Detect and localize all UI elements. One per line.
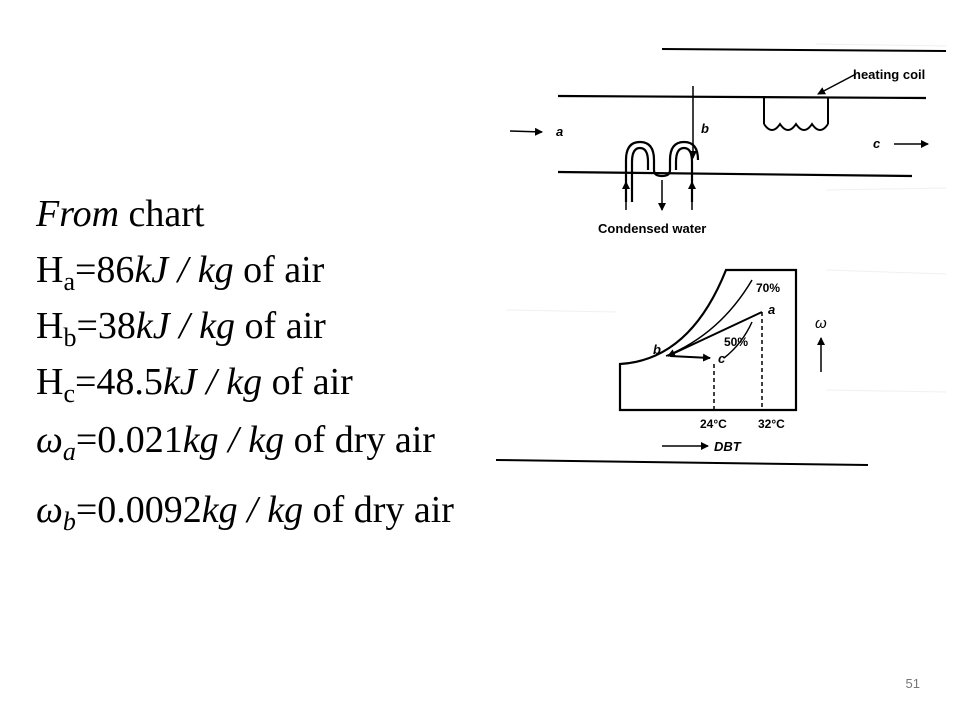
equation-hc: Hc=48.5kJ / kg of air: [36, 356, 353, 408]
eq-value: =48.5: [75, 361, 163, 403]
omega-axis-label: ω: [815, 315, 827, 332]
equation-ha: Ha=86kJ / kg of air: [36, 244, 324, 296]
chart-point-c: c: [718, 351, 726, 366]
eq-subscript: a: [63, 267, 75, 296]
chart-frame: [618, 268, 798, 412]
eq-value: =0.021: [75, 419, 183, 461]
apparatus-point-c: c: [873, 136, 881, 151]
heading-from-chart: From chart: [36, 188, 205, 240]
temp-label-24: 24°C: [700, 417, 727, 431]
eq-unit: kJ / kg: [134, 249, 234, 291]
heating-coil: [763, 98, 829, 131]
rh-label-70: 70%: [756, 281, 780, 295]
eq-symbol: H: [36, 361, 64, 403]
process-b-to-c: [669, 353, 711, 362]
heating-coil-label: heating coil: [853, 67, 925, 82]
eq-unit: kg / kg: [201, 489, 304, 531]
eq-suffix: of dry air: [303, 489, 454, 531]
equation-hb: Hb=38kJ / kg of air: [36, 300, 326, 352]
rh-curve-50: [723, 321, 753, 359]
process-a-to-b: [667, 311, 763, 357]
eq-suffix: of air: [262, 361, 353, 403]
figure-svg: heating coil a b c Condensed water: [495, 43, 947, 466]
scan-noise: [505, 43, 947, 393]
heating-coil-pointer: [817, 73, 857, 95]
eq-symbol: H: [36, 249, 64, 291]
eq-subscript: b: [63, 323, 77, 352]
temp-label-32: 32°C: [758, 417, 785, 431]
eq-subscript: c: [63, 379, 75, 408]
dbt-axis-label: DBT: [714, 439, 742, 454]
duct-lines: [495, 48, 947, 466]
eq-suffix: of air: [233, 249, 325, 291]
eq-symbol: ω: [36, 489, 63, 531]
chart-point-b: b: [653, 342, 661, 357]
equation-omega-b: ωb=0.0092kg / kg of dry air: [36, 484, 454, 536]
rh-label-50: 50%: [724, 335, 748, 349]
equation-omega-a: ωa=0.021kg / kg of dry air: [36, 414, 435, 466]
eq-unit: kg / kg: [182, 419, 285, 461]
eq-unit: kJ / kg: [135, 305, 236, 347]
eq-symbol: H: [36, 305, 64, 347]
eq-value: =38: [76, 305, 136, 347]
heading-rest: chart: [119, 193, 205, 235]
condensed-water-label: Condensed water: [598, 221, 706, 236]
heading-italic: From: [36, 193, 120, 235]
scanned-figure: heating coil a b c Condensed water: [495, 30, 956, 480]
eq-unit: kJ / kg: [162, 361, 263, 403]
eq-suffix: of air: [235, 305, 326, 347]
eq-suffix: of dry air: [284, 419, 435, 461]
apparatus-point-b: b: [701, 121, 709, 136]
chart-point-a: a: [768, 302, 775, 317]
eq-subscript: b: [62, 507, 76, 536]
eq-value: =0.0092: [75, 489, 202, 531]
page-number: 51: [905, 676, 920, 691]
psychro-chart: 70% 50% a b c 24°C 32°C DBT ω: [618, 268, 827, 454]
eq-symbol: ω: [36, 419, 63, 461]
eq-subscript: a: [62, 437, 76, 466]
flow-in-arrow: [509, 127, 543, 136]
eq-value: =86: [75, 249, 135, 291]
apparatus-point-a: a: [556, 124, 563, 139]
cooling-coil: [624, 140, 700, 202]
